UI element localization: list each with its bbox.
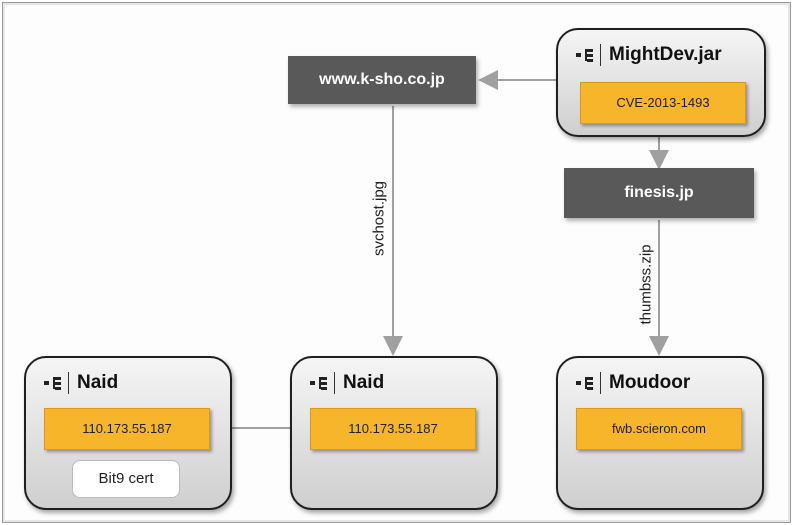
- node-header: Naid: [308, 370, 384, 396]
- node-header: Moudoor: [574, 370, 690, 396]
- divider: [600, 44, 601, 66]
- node-header: MightDev.jar: [574, 42, 722, 68]
- edge-label-svchost: svchost.jpg: [370, 180, 388, 257]
- node-header: Naid: [42, 370, 118, 396]
- tree-icon: [42, 373, 62, 393]
- domain-finesis[interactable]: finesis.jp: [564, 168, 754, 218]
- divider: [334, 372, 335, 394]
- tag-cve: CVE-2013-1493: [580, 82, 746, 124]
- tag-ip: 110.173.55.187: [44, 408, 210, 450]
- node-naid-mid[interactable]: Naid 110.173.55.187: [290, 356, 498, 510]
- node-naid-left[interactable]: Naid 110.173.55.187 Bit9 cert: [24, 356, 232, 510]
- divider: [68, 372, 69, 394]
- tree-icon: [574, 373, 594, 393]
- cert-badge: Bit9 cert: [72, 460, 180, 498]
- tree-icon: [574, 45, 594, 65]
- node-title: Naid: [343, 372, 385, 393]
- node-title: Naid: [77, 372, 119, 393]
- node-title: Moudoor: [609, 372, 691, 393]
- tree-icon: [308, 373, 328, 393]
- node-moudoor[interactable]: Moudoor fwb.scieron.com: [556, 356, 764, 510]
- edge-label-thumbss: thumbss.zip: [637, 244, 655, 325]
- tag-ip: 110.173.55.187: [310, 408, 476, 450]
- node-mightdev[interactable]: MightDev.jar CVE-2013-1493: [556, 28, 766, 137]
- node-title: MightDev.jar: [609, 44, 722, 65]
- domain-ksho[interactable]: www.k-sho.co.jp: [288, 56, 476, 104]
- tag-domain: fwb.scieron.com: [576, 408, 742, 450]
- divider: [600, 372, 601, 394]
